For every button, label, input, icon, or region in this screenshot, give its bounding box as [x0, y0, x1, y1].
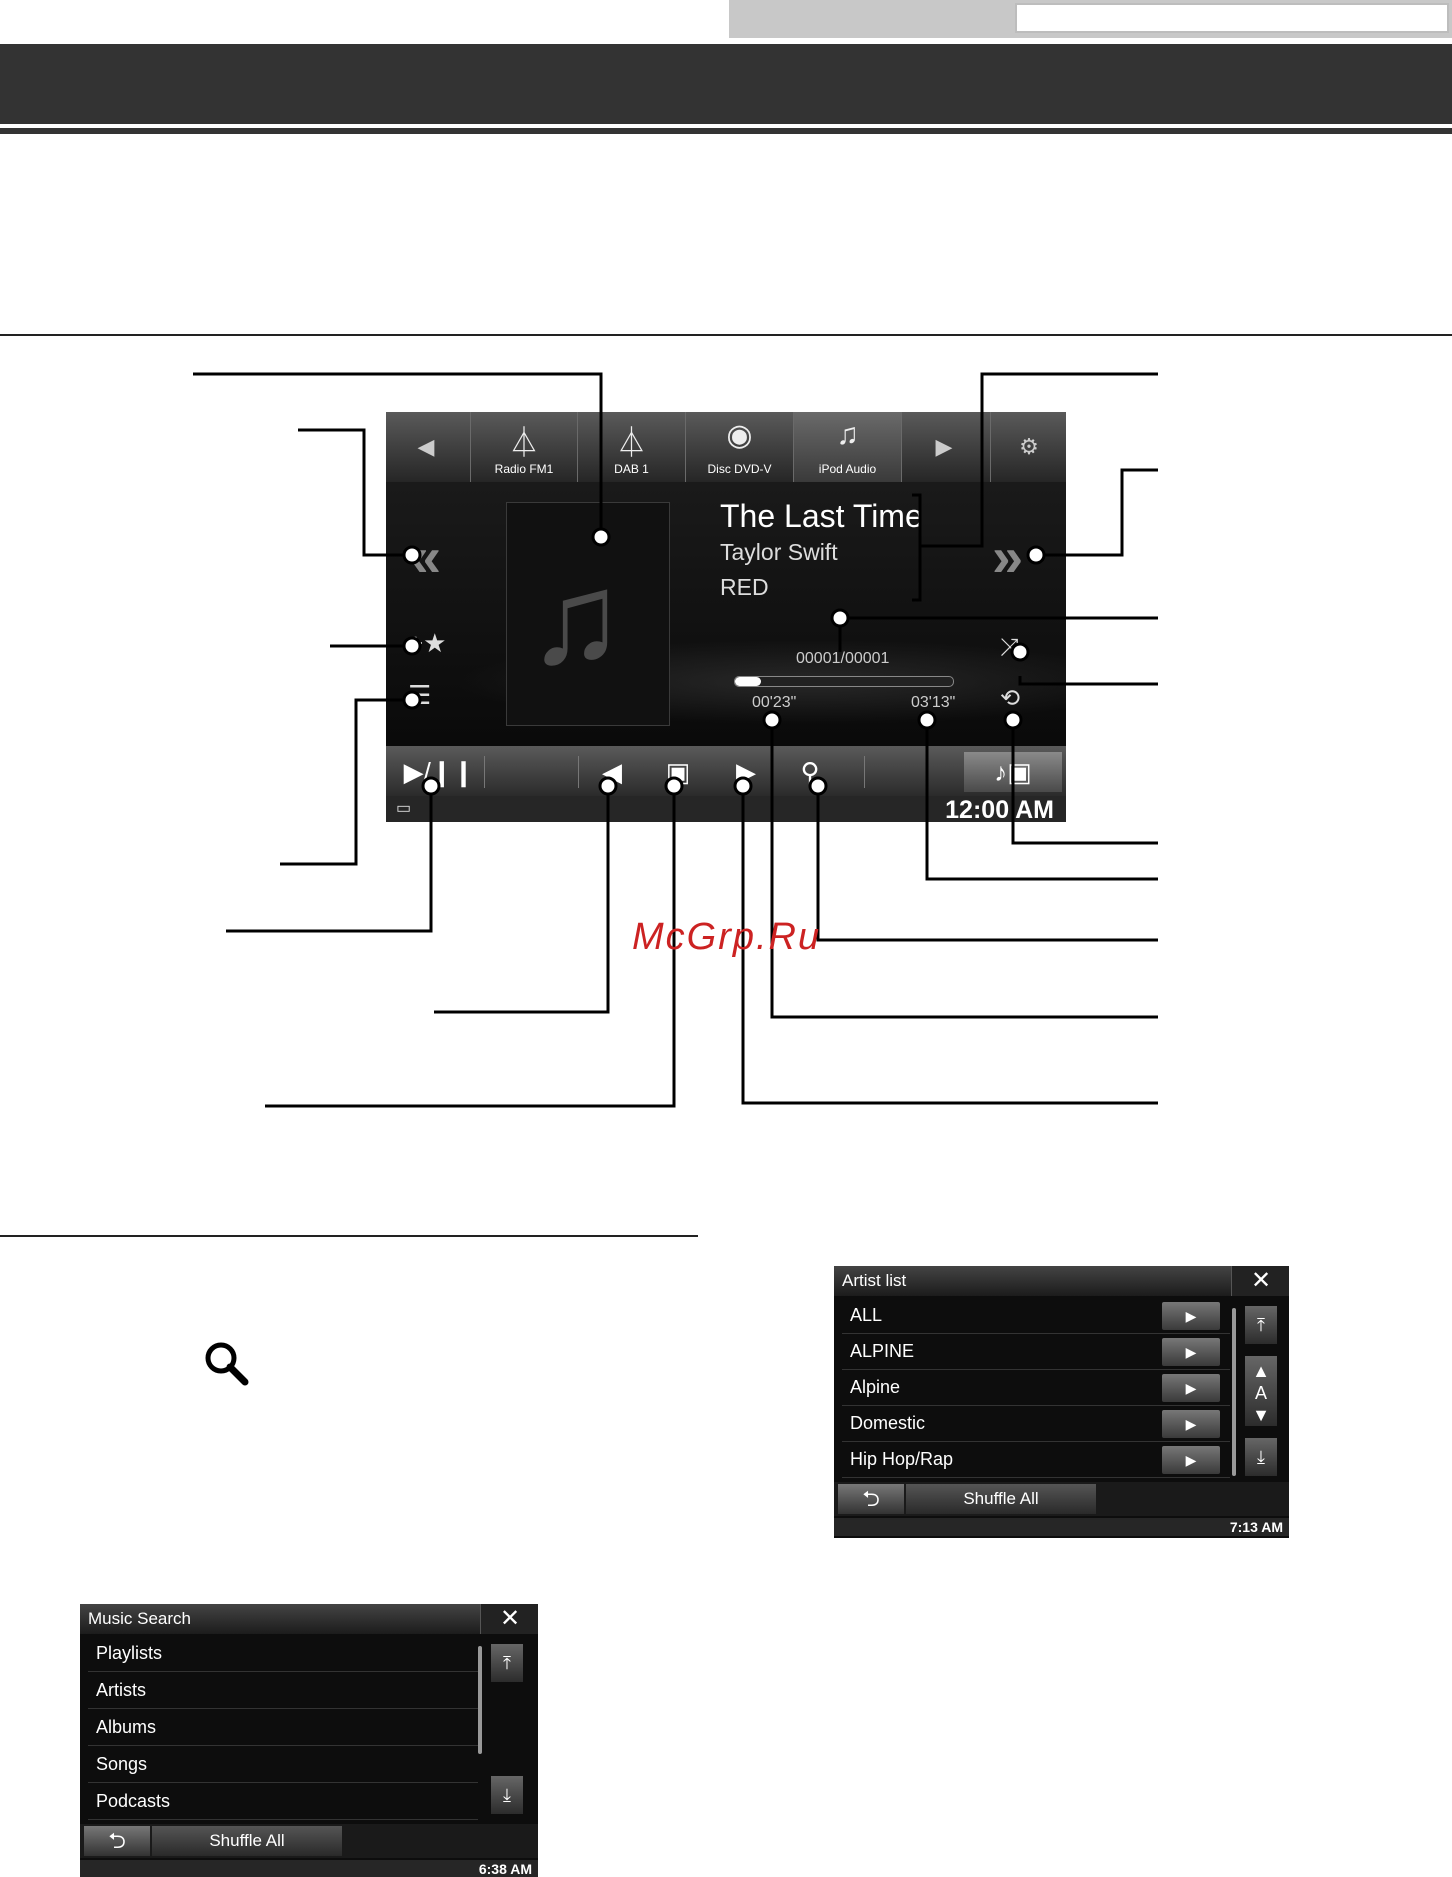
list-item-label: Hip Hop/Rap	[850, 1449, 954, 1469]
list-item-label: Albums	[96, 1717, 157, 1737]
panel-title: Artist list	[834, 1266, 1231, 1296]
panel-status-bar: 6:38 AM	[80, 1860, 538, 1877]
clock: 12:00 AM	[945, 796, 1054, 822]
panel-status-bar: 7:13 AM	[834, 1518, 1289, 1536]
wrench-gear-icon: ⚙	[1019, 434, 1039, 459]
list-item[interactable]: Songs	[88, 1747, 478, 1783]
list-item-label: Domestic	[850, 1413, 926, 1433]
scroll-bottom-button[interactable]: ⤓	[1245, 1438, 1277, 1476]
repeat-icon[interactable]: ⟲	[1000, 685, 1021, 712]
panel-title: Music Search	[80, 1604, 480, 1634]
music-note-icon: ♫	[527, 545, 625, 691]
control-bar: ▶/❙❙ ◀ ▣ ▶ ⚲ ♪▣	[386, 746, 1066, 796]
watermark: McGrp.Ru	[632, 916, 822, 958]
shuffle-all-button[interactable]: Shuffle All	[152, 1826, 342, 1856]
shuffle-all-button[interactable]: Shuffle All	[906, 1484, 1096, 1514]
list-item-label: ALPINE	[850, 1341, 915, 1361]
back-button[interactable]: ⮌	[84, 1826, 150, 1856]
header-tab-box	[1015, 3, 1449, 33]
music-search-panel: Music Search ✕ Playlists Artists Albums …	[80, 1604, 538, 1877]
list-item[interactable]: Domestic ▶	[842, 1406, 1230, 1442]
artist-name: Taylor Swift	[720, 539, 838, 565]
list-item[interactable]: Hip Hop/Rap ▶	[842, 1442, 1230, 1478]
total-time: 03'13"	[911, 694, 956, 711]
scroll-top-button[interactable]: ⤒	[491, 1644, 523, 1682]
source-disc[interactable]: ◉ Disc DVD-V	[686, 412, 794, 482]
list-item-label: Podcasts	[96, 1791, 171, 1811]
divider	[484, 756, 485, 788]
chevron-right-icon[interactable]: ▶	[1162, 1446, 1220, 1474]
monitor-icon[interactable]: ▭	[396, 800, 412, 817]
progress-fill	[735, 677, 762, 686]
scrollbar[interactable]	[1232, 1308, 1236, 1476]
list-item[interactable]: Albums	[88, 1710, 478, 1746]
alpha-label: A	[1254, 1383, 1267, 1403]
setup-button[interactable]: ⚙	[990, 412, 1066, 482]
source-label: DAB 1	[614, 462, 649, 476]
alpha-search-button[interactable]: ▲A▼	[1245, 1356, 1277, 1426]
close-button[interactable]: ✕	[1231, 1266, 1289, 1296]
source-label: iPod Audio	[818, 462, 877, 476]
artist-list-panel: Artist list ✕ ALL ▶ ALPINE ▶ Alpine ▶ Domes…	[834, 1266, 1289, 1538]
dab-antenna-icon: ⏃	[616, 427, 647, 460]
radio-antenna-icon: ⏃	[509, 427, 539, 460]
source-bar: ◀ ⏃ Radio FM1 ⏃ DAB 1 ◉ Disc DVD-V ♫ iPo…	[386, 412, 1066, 482]
scroll-top-button[interactable]: ⤒	[1245, 1306, 1277, 1344]
chevron-right-icon[interactable]: ▶	[1162, 1374, 1220, 1402]
panel-footer: ⮌ Shuffle All	[80, 1824, 538, 1858]
list-item-label: Alpine	[850, 1377, 901, 1397]
source-radio[interactable]: ⏃ Radio FM1	[470, 412, 578, 482]
clock: 6:38 AM	[478, 1861, 532, 1877]
scrollbar[interactable]	[478, 1646, 482, 1754]
source-label: Disc DVD-V	[707, 462, 772, 476]
source-next-arrow[interactable]: ▶	[935, 434, 953, 459]
back-button[interactable]: ⮌	[838, 1484, 904, 1514]
track-counter: 00001/00001	[796, 650, 890, 667]
divider	[864, 756, 865, 788]
clock: 7:13 AM	[1229, 1519, 1283, 1535]
progress-bar	[734, 676, 954, 687]
album-artwork[interactable]: ♫	[506, 502, 670, 726]
list-item[interactable]: Alpine ▶	[842, 1370, 1230, 1406]
panel-footer: ⮌ Shuffle All	[834, 1482, 1289, 1516]
section-header-band	[0, 44, 1452, 124]
list-item[interactable]: Artists	[88, 1673, 478, 1709]
album-name: RED	[720, 574, 769, 600]
list-item-label: ALL	[850, 1305, 883, 1325]
music-note-icon: ♫	[836, 418, 859, 451]
list-item[interactable]: ALPINE ▶	[842, 1334, 1230, 1370]
source-prev-arrow[interactable]: ◀	[417, 434, 435, 459]
disc-icon: ◉	[726, 419, 753, 452]
source-dab[interactable]: ⏃ DAB 1	[578, 412, 686, 482]
list-item-label: Playlists	[96, 1643, 163, 1663]
search-icon	[205, 1342, 249, 1386]
list-item[interactable]: Playlists	[88, 1636, 478, 1672]
source-label: Radio FM1	[494, 462, 554, 476]
section-divider-lower	[0, 1235, 698, 1237]
list-item-label: Artists	[96, 1680, 147, 1700]
close-button[interactable]: ✕	[480, 1604, 538, 1634]
chevron-right-icon[interactable]: ▶	[1162, 1302, 1220, 1330]
divider	[578, 756, 579, 788]
section-header-rule	[0, 128, 1452, 134]
scroll-bottom-button[interactable]: ⤓	[491, 1776, 523, 1814]
elapsed-time: 00'23"	[752, 694, 797, 711]
list-item[interactable]: Podcasts	[88, 1784, 478, 1820]
song-title: The Last Time	[720, 498, 923, 534]
chevron-right-icon[interactable]: ▶	[1162, 1338, 1220, 1366]
list-item[interactable]: ALL ▶	[842, 1298, 1230, 1334]
source-ipod[interactable]: ♫ iPod Audio	[794, 412, 902, 482]
section-divider	[0, 334, 1452, 336]
chevron-right-icon[interactable]: ▶	[1162, 1410, 1220, 1438]
status-bar: ▭ 12:00 AM	[386, 796, 1066, 822]
list-item-label: Songs	[96, 1754, 148, 1774]
